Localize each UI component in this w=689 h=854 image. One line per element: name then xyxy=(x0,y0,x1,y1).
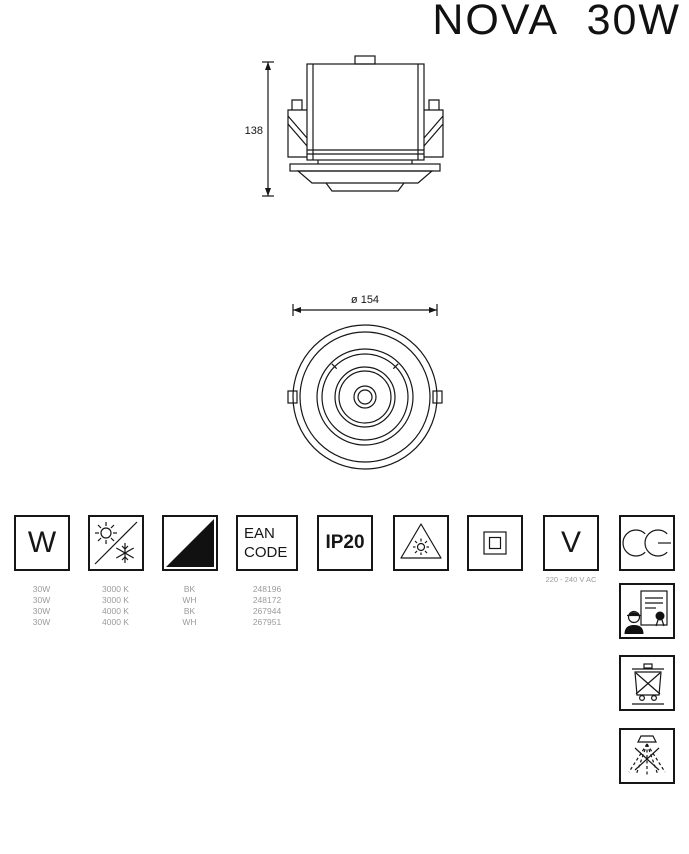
ce-mark-icon xyxy=(622,529,671,557)
wattage-column: 30W 30W 30W 30W xyxy=(14,584,69,628)
table-cell: 4000 K xyxy=(102,606,129,616)
table-cell: 30W xyxy=(32,584,51,594)
no-stare-icon xyxy=(628,735,666,777)
finish-triangle-icon xyxy=(166,519,214,567)
table-cell: BK xyxy=(183,606,196,616)
fixture-front-face xyxy=(287,324,443,470)
table-cell: WH xyxy=(182,595,197,605)
table-cell: WH xyxy=(182,617,197,627)
fixture-side-profile xyxy=(287,55,444,192)
table-cell: 248196 xyxy=(252,584,282,594)
table-cell: 3000 K xyxy=(102,584,129,594)
qualified-installer-box xyxy=(619,583,675,639)
photobiological-warning-box xyxy=(393,515,449,571)
table-cell: 30W xyxy=(32,617,51,627)
ce-mark-box xyxy=(619,515,675,571)
front-view-drawing: ø 154 xyxy=(287,292,443,470)
temperature-box xyxy=(88,515,144,571)
no-stare-box xyxy=(619,728,675,784)
diameter-dimension-label: ø 154 xyxy=(351,294,379,306)
wattage-box: W xyxy=(14,515,70,571)
class2-insulation-box xyxy=(467,515,523,571)
sun-snowflake-icon xyxy=(94,521,138,565)
ip-rating-box: IP20 xyxy=(317,515,373,571)
table-cell: 4000 K xyxy=(102,617,129,627)
class2-insulation-icon xyxy=(483,531,507,555)
warning-triangle-icon xyxy=(400,523,442,559)
table-cell: 3000 K xyxy=(102,595,129,605)
ean-code-box: EAN CODE xyxy=(236,515,298,571)
ip-rating-label: IP20 xyxy=(325,532,365,553)
finish-box xyxy=(162,515,218,571)
voltage-symbol: V xyxy=(560,526,581,559)
table-cell: 30W xyxy=(32,606,51,616)
weee-icon xyxy=(632,663,664,705)
voltage-box: V xyxy=(543,515,599,571)
diameter-dimension: ø 154 xyxy=(292,292,438,316)
page-title: NOVA 30W xyxy=(432,0,681,44)
voltage-note: 220 - 240 V AC xyxy=(545,575,597,584)
table-cell: 267944 xyxy=(252,606,282,616)
table-cell: 248172 xyxy=(252,595,282,605)
height-dimension-label: 138 xyxy=(245,125,263,137)
finish-column: BK WH BK WH xyxy=(162,584,217,628)
ean-column: 248196 248172 267944 267951 xyxy=(236,584,298,628)
wattage-symbol: W xyxy=(27,526,57,559)
table-cell: BK xyxy=(183,584,196,594)
height-dimension: 138 xyxy=(245,61,274,197)
color-temp-column: 3000 K 3000 K 4000 K 4000 K xyxy=(88,584,143,628)
ean-code-label: EAN CODE xyxy=(244,525,288,561)
table-cell: 267951 xyxy=(252,617,282,627)
qualified-installer-icon xyxy=(624,590,668,634)
table-cell: 30W xyxy=(32,595,51,605)
weee-box xyxy=(619,655,675,711)
side-view-drawing: 138 xyxy=(245,55,444,197)
